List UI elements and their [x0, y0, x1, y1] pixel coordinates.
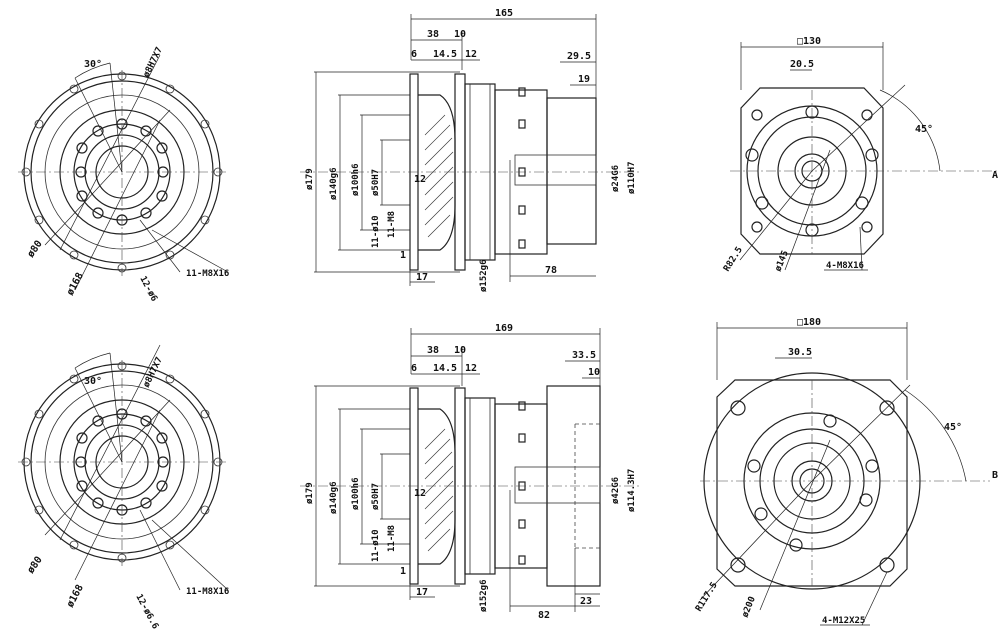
front-b-angle-label: 30° — [84, 376, 102, 387]
side-a-d17-label: 17 — [416, 272, 428, 283]
rear-b-bolts-label: 4-M12X25 — [822, 616, 865, 626]
side-b-d10b-label: 10 — [588, 367, 600, 378]
rear-b-d200-label: ø200 — [741, 595, 758, 619]
side-b-length-label: 169 — [495, 323, 513, 334]
side-b-d33-label: 33.5 — [572, 350, 596, 361]
side-b-d179-label: ø179 — [305, 482, 315, 504]
side-b-d152-label: ø152g6 — [479, 579, 489, 612]
rear-view-b: □180 30.5 45° R117.5 ø200 4-M12X25 B — [694, 317, 998, 626]
side-a-d152-label: ø152g6 — [479, 259, 489, 292]
rear-b-angle-label: 45° — [944, 422, 962, 433]
front-view-b: 30° ø8H7X7 ø80 ø168 12-ø6.6 11-M8X16 — [18, 344, 229, 631]
side-b-d12in-label: 12 — [414, 488, 426, 499]
side-b-d100-label: ø100h6 — [351, 477, 361, 510]
side-b-d114-label: ø114.3H7 — [627, 469, 637, 512]
front-b-d80-label: ø80 — [25, 555, 44, 576]
side-b-holes-label: 11-ø10 — [371, 529, 381, 562]
rear-a-angle-label: 45° — [915, 124, 933, 135]
rear-b-d30-label: 30.5 — [788, 347, 812, 358]
side-b-d50-label: ø50H7 — [371, 483, 381, 510]
side-a-d24-label: ø24G6 — [611, 165, 621, 192]
rear-view-a: □130 20.5 45° R82.5 ø145 4-M8X16 A — [722, 36, 1000, 274]
front-b-bolts-label: 11-M8X16 — [186, 587, 229, 597]
front-a-d80-label: ø80 — [25, 239, 44, 260]
side-a-d12in-label: 12 — [414, 174, 426, 185]
side-b-d12-label: 12 — [465, 363, 477, 374]
rear-b-radius-label: R117.5 — [694, 581, 720, 614]
side-a-d38-label: 38 — [427, 29, 439, 40]
side-a-d19-label: 19 — [578, 74, 590, 85]
side-b-threads-label: 11-M8 — [387, 525, 397, 552]
side-b-d23-label: 23 — [580, 596, 592, 607]
side-b-d82-label: 82 — [538, 610, 550, 621]
side-a-length-label: 165 — [495, 8, 513, 19]
front-b-holes-label: 12-ø6.6 — [133, 593, 160, 631]
side-b-d10-label: 10 — [454, 345, 466, 356]
front-a-bolts-label: 11-M8X16 — [186, 269, 229, 279]
side-a-d140-label: ø140g6 — [329, 167, 339, 200]
front-a-pin-label: ø8H7X7 — [142, 46, 165, 80]
front-a-angle-label: 30° — [84, 59, 102, 70]
side-a-d29-label: 29.5 — [567, 51, 591, 62]
side-a-d110-label: ø110H7 — [627, 161, 637, 194]
side-a-d6-label: 6 — [411, 49, 417, 60]
side-a-d100-label: ø100h6 — [351, 163, 361, 196]
front-a-holes-label: 12-ø6 — [137, 275, 159, 304]
side-a-d14-label: 14.5 — [433, 49, 457, 60]
side-b-d38-label: 38 — [427, 345, 439, 356]
rear-b-square-label: □180 — [797, 317, 821, 328]
rear-a-d20-label: 20.5 — [790, 59, 814, 70]
side-a-d179-label: ø179 — [305, 168, 315, 190]
row-a-letter: A — [992, 170, 998, 181]
side-a-d1-label: 1 — [400, 250, 406, 261]
front-view-a: 30° ø8H7X7 ø80 ø168 12-ø6 11-M8X16 — [18, 46, 229, 304]
front-b-d168-label: ø168 — [65, 583, 86, 609]
side-b-d42-label: ø42G6 — [611, 477, 621, 504]
side-b-d14-label: 14.5 — [433, 363, 457, 374]
side-a-d50-label: ø50H7 — [371, 169, 381, 196]
side-b-d140-label: ø140g6 — [329, 481, 339, 514]
side-a-d78-label: 78 — [545, 265, 557, 276]
rear-a-bolts-label: 4-M8X16 — [826, 261, 864, 271]
side-a-threads-label: 11-M8 — [387, 211, 397, 238]
row-b-letter: B — [992, 470, 998, 481]
side-view-b: 169 38 10 6 14.5 12 33.5 10 — [300, 323, 640, 621]
side-view-a: 165 38 10 6 14.5 12 29.5 19 — [300, 8, 640, 292]
rear-a-square-label: □130 — [797, 36, 821, 47]
side-b-d1-label: 1 — [400, 566, 406, 577]
front-a-d168-label: ø168 — [65, 271, 86, 297]
rear-a-radius-label: R82.5 — [722, 245, 745, 273]
side-b-d6-label: 6 — [411, 363, 417, 374]
side-b-d17-label: 17 — [416, 587, 428, 598]
side-a-d10-label: 10 — [454, 29, 466, 40]
side-a-holes-label: 11-ø10 — [371, 215, 381, 248]
side-a-d12-label: 12 — [465, 49, 477, 60]
